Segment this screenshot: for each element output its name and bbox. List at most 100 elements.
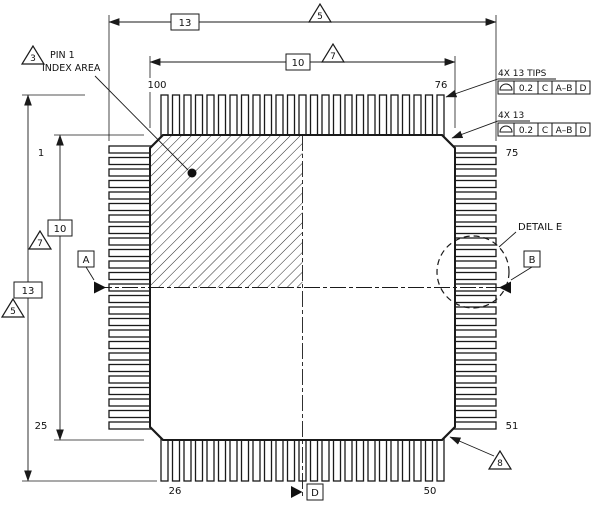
dim-overall-width: 13 5 xyxy=(108,2,497,141)
pin xyxy=(286,438,296,482)
pin xyxy=(108,386,152,396)
pin-label-100: 100 xyxy=(147,80,166,91)
pin xyxy=(108,294,152,304)
pin xyxy=(344,438,353,482)
pin xyxy=(453,237,497,246)
pin xyxy=(413,438,422,482)
pin xyxy=(453,225,497,235)
dim-body-height: 10 7 xyxy=(27,134,144,441)
datum-b-triangle xyxy=(499,281,511,294)
pin xyxy=(252,94,261,137)
pin-label-75: 75 xyxy=(506,148,519,159)
pin xyxy=(252,438,261,482)
dim-overall-height: 13 5 xyxy=(0,94,157,482)
pin xyxy=(453,145,497,154)
pin xyxy=(194,438,204,482)
pin xyxy=(453,340,497,350)
fcf-tips-title: 4X 13 TIPS xyxy=(498,69,547,79)
pin1-index-hatch-area xyxy=(150,135,303,288)
pin xyxy=(108,214,152,223)
pin xyxy=(453,363,497,373)
pin xyxy=(453,375,497,384)
datum-a-triangle xyxy=(94,281,106,294)
profile-surface-icon xyxy=(499,125,513,133)
pin xyxy=(240,438,250,482)
pin xyxy=(217,94,227,137)
pin xyxy=(108,179,152,189)
detail-e-label: DETAIL E xyxy=(518,222,562,233)
fcf-side: 4X 13 0.2 C A–B D xyxy=(451,111,591,139)
pin xyxy=(160,94,169,137)
pin xyxy=(378,94,388,137)
pin xyxy=(378,438,388,482)
corner-note-leader xyxy=(449,436,495,457)
pin xyxy=(108,317,152,327)
pin xyxy=(332,438,342,482)
pin xyxy=(453,329,497,338)
pin-label-50: 50 xyxy=(424,486,437,497)
pin-number-labels: 100 76 1 25 26 50 75 51 xyxy=(35,80,519,497)
pin xyxy=(108,191,152,200)
fcf-side-title: 4X 13 xyxy=(498,111,524,121)
pin xyxy=(453,317,497,327)
pin xyxy=(194,94,204,137)
pin xyxy=(453,168,497,177)
pin xyxy=(286,94,296,137)
pin xyxy=(424,438,434,482)
dim-overall-width-flag: 5 xyxy=(317,12,323,22)
pin xyxy=(263,94,273,137)
datum-d-triangle xyxy=(291,486,303,498)
pin xyxy=(275,94,284,137)
pin xyxy=(108,329,152,338)
pin xyxy=(229,94,238,137)
pin xyxy=(367,94,376,137)
pin-label-51: 51 xyxy=(506,421,519,432)
pin xyxy=(309,94,319,137)
pin xyxy=(436,94,445,137)
fcf-side-datum1: C xyxy=(542,126,548,136)
pin xyxy=(413,94,422,137)
pin xyxy=(424,94,434,137)
basic-dim-box xyxy=(47,219,73,237)
pin xyxy=(229,438,238,482)
pin1-note-line1: PIN 1 xyxy=(50,50,75,61)
pin xyxy=(108,340,152,350)
pin xyxy=(355,438,365,482)
pin xyxy=(108,225,152,235)
datum-b-label: B xyxy=(529,255,536,266)
pin xyxy=(108,260,152,269)
pin xyxy=(108,202,152,212)
pin xyxy=(453,271,497,281)
dim-overall-height-flag: 5 xyxy=(10,307,16,317)
pin-label-25: 25 xyxy=(35,421,48,432)
pin xyxy=(108,398,152,407)
dim-body-width-value: 10 xyxy=(292,58,305,69)
pin xyxy=(108,271,152,281)
pin xyxy=(401,438,411,482)
pin xyxy=(206,94,215,137)
profile-surface-icon xyxy=(499,83,513,91)
pin1-note-line2: INDEX AREA xyxy=(42,63,101,74)
pin xyxy=(171,438,181,482)
detail-e-circle xyxy=(436,235,510,309)
dim-body-height-flag: 7 xyxy=(37,239,43,249)
note-flag-triangle xyxy=(0,297,26,318)
pin xyxy=(390,438,399,482)
pin xyxy=(321,94,330,137)
basic-dim-box xyxy=(285,53,311,71)
fcf-side-datum3: D xyxy=(580,126,587,136)
note-flag-triangle xyxy=(320,42,346,63)
pins-right xyxy=(453,145,497,430)
pin xyxy=(108,421,152,430)
note-flag-triangle xyxy=(307,2,333,23)
pin-label-1: 1 xyxy=(38,148,44,159)
pin xyxy=(344,94,353,137)
pin xyxy=(355,94,365,137)
pin xyxy=(183,438,192,482)
basic-dim-box xyxy=(13,281,43,299)
corner-note-flag: 8 xyxy=(497,459,503,469)
package-body-outline xyxy=(149,134,456,441)
datum-b: B xyxy=(499,250,541,294)
fcf-side-datum2: A–B xyxy=(556,126,573,136)
